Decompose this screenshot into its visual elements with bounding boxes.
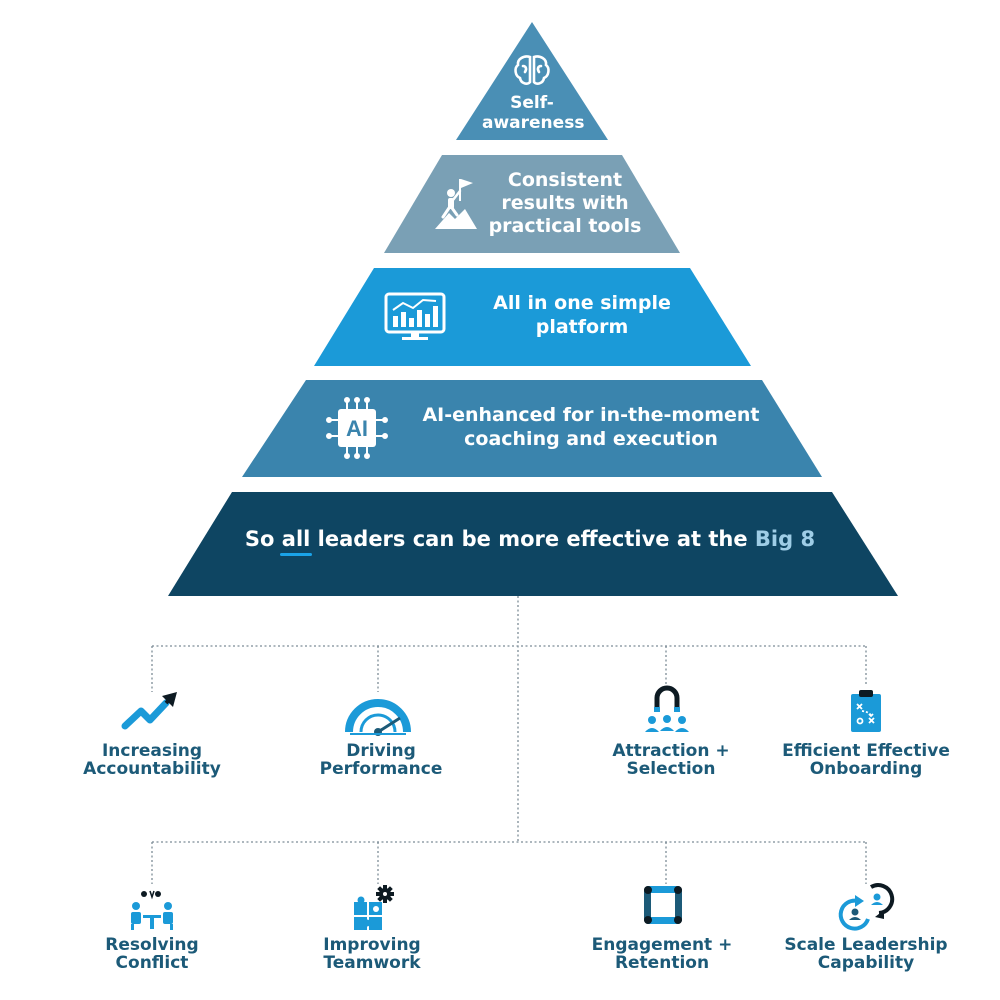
label-line: Attraction + [612,741,730,761]
tier-consistent-results-line-1: Consistent [507,169,623,191]
leaders-statement-highlight: Big 8 [754,527,816,551]
label-line: Retention [614,952,710,973]
trend-arrow-icon [121,692,177,730]
label-driving-performance: Driving Performance [281,741,481,779]
tier-one-platform-line-1: All in one simple [493,292,671,314]
brain-icon [514,55,550,85]
label-efficient-onboarding: Efficient Effective Onboarding [766,741,966,779]
tier-leaders-base-shape [168,492,898,596]
tier-self-awareness-shape [456,22,608,140]
tier-self-awareness-line-1: Self- [510,93,554,113]
leaders-statement-middle: leaders can be more effective at the [310,527,755,551]
clipboard-strategy-icon [851,690,881,732]
label-line: Resolving [105,935,199,955]
people-cycle-icon [838,883,895,931]
label-line: Scale Leadership [784,935,948,955]
label-increasing-accountability: Increasing Accountability [52,741,252,779]
label-line: Improving [323,935,421,955]
meeting-conflict-icon [131,890,173,930]
tier-one-platform-label: All in one simple platform [462,292,702,340]
tier-ai-enhanced-shape [242,380,822,477]
connector-lines [151,596,867,884]
label-line: Onboarding [809,758,923,779]
tier-ai-enhanced-line-2: coaching and execution [464,427,718,450]
magnet-people-icon [645,685,689,732]
label-line: Capability [817,952,915,973]
label-line: Engagement + [591,935,733,955]
label-line: Efficient Effective [782,741,950,761]
leaders-statement-emphasis: all [279,527,312,556]
ai-chip-label: AI [346,416,368,441]
label-line: Conflict [115,952,189,973]
ai-chip-icon: AI [326,397,388,459]
tier-consistent-results-label: Consistent results with practical tools [485,169,645,237]
label-scale-leadership: Scale Leadership Capability [766,935,966,973]
label-line: Teamwork [323,952,421,973]
puzzle-gear-icon [354,885,394,930]
label-line: Selection [626,758,716,779]
label-line: Driving [346,741,416,761]
leaders-statement-prefix: So [244,527,282,551]
monitor-chart-icon [384,292,446,340]
label-line: Accountability [83,758,221,779]
summit-flag-icon [435,179,477,229]
tier-ai-enhanced-line-1: AI-enhanced for in-the-moment [422,404,760,426]
tier-one-platform-line-2: platform [535,315,629,338]
label-line: Performance [319,758,443,779]
hands-circle-icon [644,886,682,924]
label-resolving-conflict: Resolving Conflict [52,935,252,973]
leaders-statement: So all leaders can be more effective at … [180,527,880,556]
label-attraction-selection: Attraction + Selection [571,741,771,779]
speedometer-icon [345,699,411,736]
label-improving-teamwork: Improving Teamwork [272,935,472,973]
tier-self-awareness-label: Self- awareness [482,93,585,134]
label-line: Increasing [101,741,203,761]
tier-ai-enhanced-label: AI-enhanced for in-the-moment coaching a… [406,404,776,452]
tier-consistent-results-line-2: results with [501,191,629,214]
tier-consistent-results-line-3: practical tools [488,214,642,237]
label-engagement-retention: Engagement + Retention [562,935,762,973]
tier-self-awareness-line-2: awareness [482,113,585,134]
